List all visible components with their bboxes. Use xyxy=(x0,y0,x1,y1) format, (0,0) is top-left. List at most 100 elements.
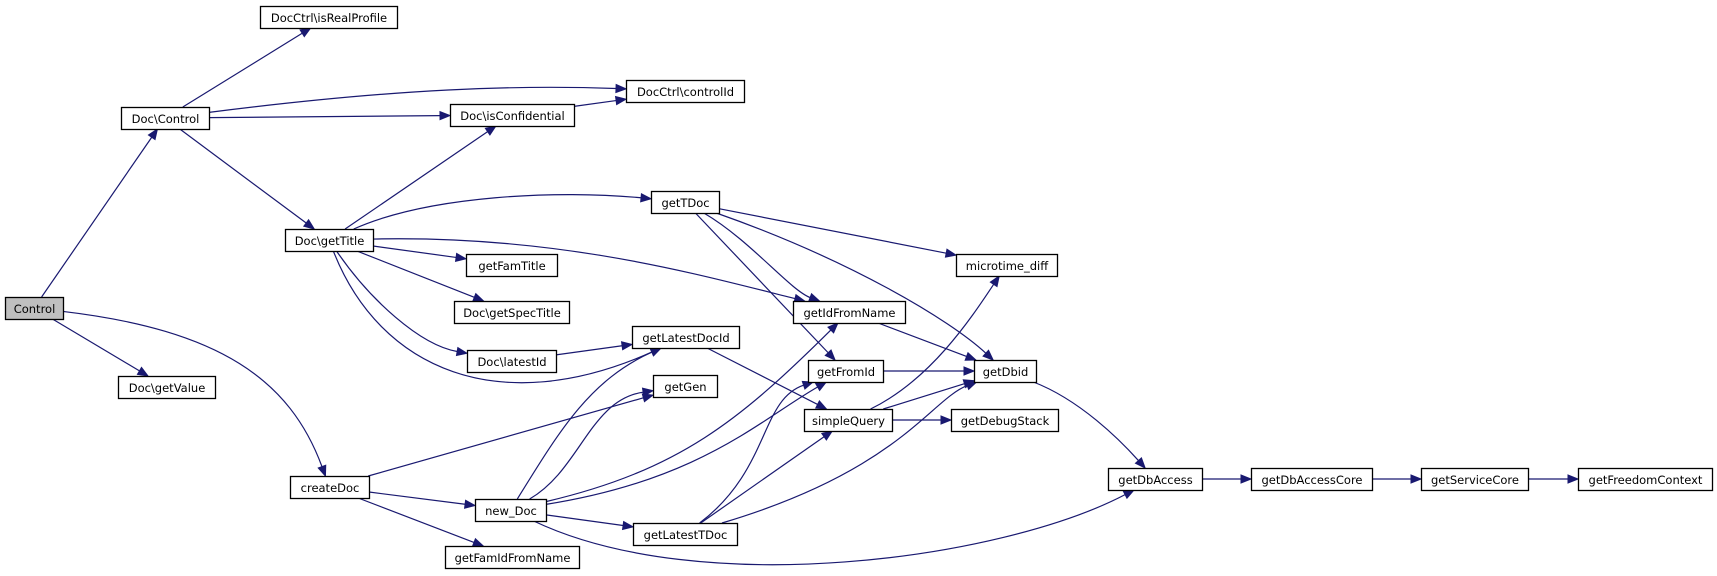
node-createdoc[interactable]: createDoc xyxy=(289,475,371,500)
arrowhead-icon xyxy=(982,349,995,361)
edge-line xyxy=(545,329,832,503)
arrowhead-icon xyxy=(621,520,635,531)
edge-line xyxy=(533,494,1126,566)
edge-line xyxy=(182,32,303,108)
edge-doc-control-to-doc-gettitle xyxy=(179,128,316,230)
node-box xyxy=(1577,467,1714,492)
node-doc-getvalue[interactable]: Doc\getValue xyxy=(117,375,217,400)
node-label: Doc\getValue xyxy=(129,381,206,395)
node-getlatestdocid[interactable]: getLatestDocId xyxy=(631,325,741,350)
edge-line xyxy=(41,136,153,298)
node-box xyxy=(444,545,581,570)
node-label: getFreedomContext xyxy=(1589,473,1703,487)
edge-line xyxy=(372,238,796,300)
edge-simplequery-to-getdebugstack xyxy=(892,415,953,425)
node-docctrl-controlid[interactable]: DocCtrl\controlId xyxy=(625,79,746,104)
node-label: DocCtrl\isRealProfile xyxy=(271,11,387,25)
node-box xyxy=(955,253,1059,278)
arrowhead-icon xyxy=(1122,489,1136,500)
edge-line xyxy=(62,310,323,467)
node-getdbaccesscore[interactable]: getDbAccessCore xyxy=(1250,467,1374,492)
node-doc-getspectitle[interactable]: Doc\getSpecTitle xyxy=(453,300,571,325)
arrowhead-icon xyxy=(824,349,836,361)
arrowhead-icon xyxy=(965,381,978,391)
edge-line xyxy=(718,208,947,254)
node-doc-control[interactable]: Doc\Control xyxy=(120,106,211,131)
arrowhead-icon xyxy=(640,193,653,203)
node-box xyxy=(474,498,548,523)
edge-line xyxy=(516,351,653,500)
edge-createdoc-to-getgen xyxy=(368,393,655,477)
node-getdebugstack[interactable]: getDebugStack xyxy=(950,408,1060,433)
edge-line xyxy=(545,514,624,527)
edge-doc-control-to-docctrl-controlid xyxy=(208,83,628,113)
node-label: getFromId xyxy=(817,365,875,379)
node-getfamtitle[interactable]: getFamTitle xyxy=(465,253,559,278)
edge-gettdoc-to-getdbid xyxy=(716,212,995,361)
node-doc-latestid[interactable]: Doc\latestId xyxy=(466,349,558,374)
node-gettdoc[interactable]: getTDoc xyxy=(650,190,721,215)
edge-line xyxy=(179,128,307,224)
edge-line xyxy=(368,397,644,477)
node-doc-isconfidential[interactable]: Doc\isConfidential xyxy=(449,103,576,128)
edge-getservicecore-to-getfreedomcontext xyxy=(1528,474,1580,484)
edge-line xyxy=(356,250,475,298)
node-box xyxy=(1420,467,1530,492)
node-label: simpleQuery xyxy=(812,414,885,428)
node-box xyxy=(1250,467,1374,492)
edge-getlatesttdoc-to-simplequery xyxy=(700,430,834,524)
node-getfreedomcontext[interactable]: getFreedomContext xyxy=(1577,467,1714,492)
arrowhead-icon xyxy=(814,400,828,410)
edge-control-to-createdoc xyxy=(62,310,327,478)
arrowhead-icon xyxy=(302,218,316,230)
edges-layer xyxy=(41,27,1580,566)
node-label: Doc\getSpecTitle xyxy=(463,306,561,320)
edge-doc-control-to-docctrl-isrealprofile xyxy=(182,27,312,108)
node-new-doc[interactable]: new_Doc xyxy=(474,498,548,523)
edge-line xyxy=(877,322,967,358)
node-box xyxy=(453,300,571,325)
edge-line xyxy=(699,384,804,524)
node-doc-gettitle[interactable]: Doc\getTitle xyxy=(284,228,375,253)
node-getdbaccess[interactable]: getDbAccess xyxy=(1107,467,1204,492)
node-box xyxy=(289,475,371,500)
node-docctrl-isrealprofile[interactable]: DocCtrl\isRealProfile xyxy=(259,5,399,30)
arrowhead-icon xyxy=(484,125,498,136)
node-getfamidfromname[interactable]: getFamIdFromName xyxy=(444,545,581,570)
node-label: DocCtrl\controlId xyxy=(637,85,734,99)
edge-line xyxy=(353,194,642,230)
node-simplequery[interactable]: simpleQuery xyxy=(803,408,894,433)
node-label: Doc\isConfidential xyxy=(460,109,564,123)
arrowhead-icon xyxy=(940,415,953,425)
node-label: Doc\Control xyxy=(132,112,200,126)
edge-simplequery-to-microtime-diff xyxy=(870,274,1000,410)
edge-line xyxy=(883,383,965,410)
arrowhead-icon xyxy=(620,341,634,351)
node-box xyxy=(4,296,65,321)
edge-line xyxy=(700,436,825,524)
edge-new-doc-to-getlatestdocid xyxy=(516,347,663,500)
node-getfromid[interactable]: getFromId xyxy=(807,359,885,384)
node-getgen[interactable]: getGen xyxy=(652,374,719,399)
node-getservicecore[interactable]: getServiceCore xyxy=(1420,467,1530,492)
node-box xyxy=(950,408,1060,433)
node-box xyxy=(973,359,1038,384)
node-label: getDbAccess xyxy=(1118,473,1192,487)
node-microtime-diff[interactable]: microtime_diff xyxy=(955,253,1059,278)
node-getlatesttdoc[interactable]: getLatestTDoc xyxy=(632,522,739,547)
node-getidfromname[interactable]: getIdFromName xyxy=(792,300,907,325)
node-box xyxy=(120,106,211,131)
node-control[interactable]: Control xyxy=(4,296,65,321)
node-box xyxy=(632,522,739,547)
edge-doc-control-to-doc-isconfidential xyxy=(208,110,452,121)
node-label: Doc\latestId xyxy=(477,355,546,369)
node-label: new_Doc xyxy=(485,504,537,518)
edge-line xyxy=(332,250,653,384)
node-getdbid[interactable]: getDbid xyxy=(973,359,1038,384)
edge-new-doc-to-getidfromname xyxy=(545,322,839,503)
edge-createdoc-to-new-doc xyxy=(368,491,477,509)
node-label: getFamIdFromName xyxy=(455,551,571,565)
node-label: getDebugStack xyxy=(961,414,1050,428)
